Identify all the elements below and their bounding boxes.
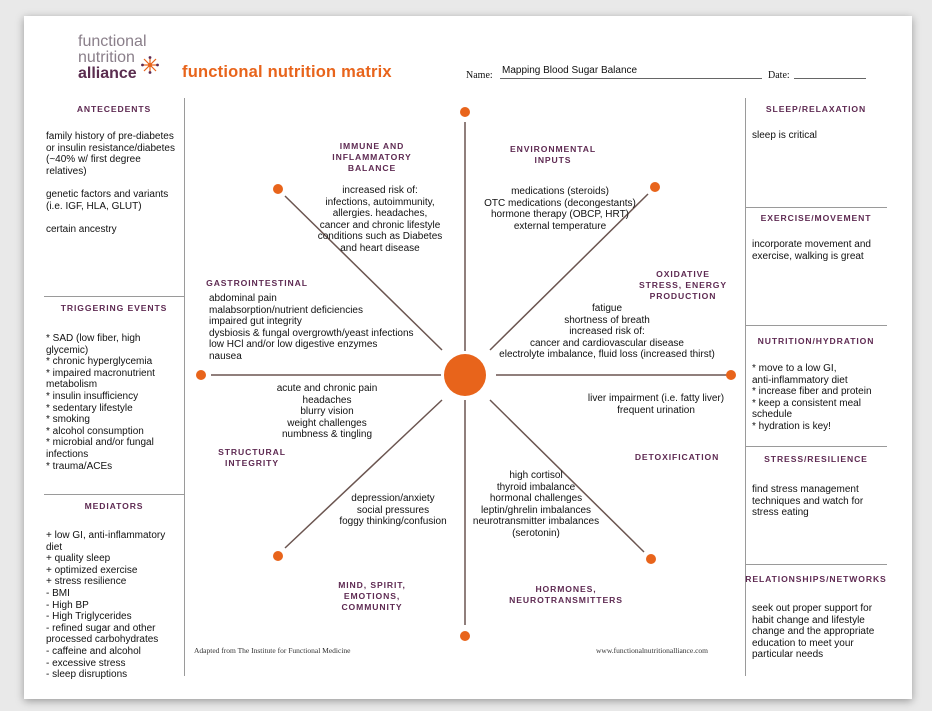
- logo-line-3: alliance: [78, 65, 137, 82]
- immune-text[interactable]: increased risk of: infections, autoimmun…: [317, 185, 443, 254]
- node-bottom-left: [273, 551, 283, 561]
- footer-url[interactable]: www.functionalnutritionalliance.com: [596, 646, 708, 655]
- node-top-left: [273, 184, 283, 194]
- structural-text[interactable]: acute and chronic pain headaches blurry …: [276, 383, 378, 441]
- left-divider-2: [44, 494, 185, 495]
- node-top: [460, 107, 470, 117]
- node-bottom-right: [646, 554, 656, 564]
- sleep-heading: SLEEP/RELAXATION: [765, 104, 867, 114]
- exercise-heading: EXERCISE/MOVEMENT: [760, 213, 872, 223]
- brand-logo: functional nutrition alliance: [78, 34, 147, 82]
- stress-text[interactable]: find stress management techniques and wa…: [752, 484, 864, 519]
- gastrointestinal-text[interactable]: abdominal pain malabsorption/nutrient de…: [209, 293, 414, 362]
- structural-heading: STRUCTURAL INTEGRITY: [218, 447, 286, 468]
- detoxification-text[interactable]: liver impairment (i.e. fatty liver) freq…: [587, 393, 725, 416]
- triggering-events-heading: TRIGGERING EVENTS: [60, 303, 168, 313]
- sleep-text[interactable]: sleep is critical: [752, 130, 818, 141]
- mediators-text[interactable]: + low GI, anti-inflammatory diet + quali…: [46, 530, 166, 681]
- spoke-bottom-left: [284, 399, 443, 549]
- antecedents-text[interactable]: family history of pre-diabetes or insuli…: [46, 131, 175, 235]
- oxidative-heading: OXIDATIVE STRESS, ENERGY PRODUCTION: [638, 269, 728, 301]
- node-top-right: [650, 182, 660, 192]
- gastrointestinal-heading: GASTROINTESTINAL: [206, 278, 308, 288]
- center-circle: [444, 354, 486, 396]
- mediators-heading: MEDIATORS: [84, 501, 144, 511]
- nutrition-heading: NUTRITION/HYDRATION: [757, 336, 875, 346]
- left-divider-1: [44, 296, 185, 297]
- relationships-heading: RELATIONSHIPS/NETWORKS: [745, 574, 887, 584]
- relationships-text[interactable]: seek out proper support for habit change…: [752, 603, 875, 661]
- name-field[interactable]: Mapping Blood Sugar Balance: [502, 65, 638, 76]
- antecedents-heading: ANTECEDENTS: [76, 104, 152, 114]
- right-column-divider: [745, 98, 746, 676]
- stress-heading: STRESS/RESILIENCE: [764, 454, 868, 464]
- mind-text[interactable]: depression/anxiety social pressures fogg…: [339, 493, 447, 528]
- hormones-text[interactable]: high cortisol thyroid imbalance hormonal…: [472, 470, 600, 539]
- spoke-top-right: [489, 193, 649, 351]
- right-divider-2: [745, 325, 887, 326]
- spoke-top-left: [284, 195, 443, 351]
- right-divider-1: [745, 207, 887, 208]
- detoxification-heading: DETOXIFICATION: [634, 452, 720, 462]
- right-divider-3: [745, 446, 887, 447]
- spoke-bottom-right: [489, 399, 645, 553]
- date-field[interactable]: [794, 78, 866, 79]
- node-right: [726, 370, 736, 380]
- hormones-heading: HORMONES, NEUROTRANSMITTERS: [509, 584, 623, 605]
- triggering-events-text[interactable]: * SAD (low fiber, high glycemic) * chron…: [46, 333, 155, 472]
- left-column-divider: [184, 98, 185, 676]
- exercise-text[interactable]: incorporate movement and exercise, walki…: [752, 239, 871, 262]
- environmental-text[interactable]: medications (steroids) OTC medications (…: [484, 186, 636, 232]
- environmental-heading: ENVIRONMENTAL INPUTS: [509, 144, 597, 165]
- logo-line-2: nutrition: [78, 49, 135, 66]
- right-divider-4: [745, 564, 887, 565]
- logo-line-1: functional: [78, 33, 147, 50]
- name-label: Name:: [466, 70, 493, 81]
- name-line: [500, 78, 762, 79]
- mind-heading: MIND, SPIRIT, EMOTIONS, COMMUNITY: [338, 580, 406, 612]
- immune-heading: IMMUNE AND INFLAMMATORY BALANCE: [332, 141, 412, 173]
- node-bottom: [460, 631, 470, 641]
- footer-credit: Adapted from The Institute for Functiona…: [194, 646, 351, 655]
- nutrition-text[interactable]: * move to a low GI, anti-inflammatory di…: [752, 363, 872, 432]
- oxidative-text[interactable]: fatigue shortness of breath increased ri…: [499, 303, 715, 361]
- page-title: functional nutrition matrix: [182, 63, 392, 81]
- node-left: [196, 370, 206, 380]
- starburst-icon: [141, 56, 159, 74]
- date-label: Date:: [768, 70, 790, 81]
